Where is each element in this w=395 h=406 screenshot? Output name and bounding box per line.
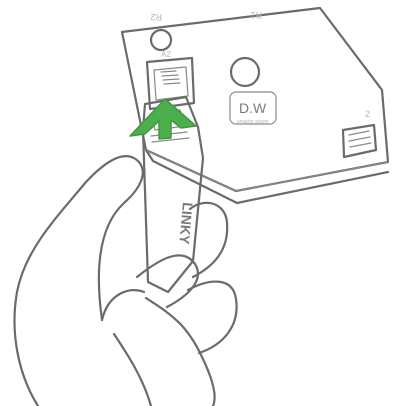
hand-thumb-crease <box>102 290 144 320</box>
logo-badge: D.W smarter power <box>230 92 276 125</box>
hand-wrist <box>114 334 151 406</box>
top-left-hole <box>151 30 171 50</box>
side-connector-lines <box>349 131 371 147</box>
logo-subtext: smarter power <box>237 119 269 125</box>
hand-thumb <box>15 156 143 406</box>
connector-brand: LINKY <box>176 202 196 246</box>
port-pins <box>161 71 180 84</box>
top-center-label: R1 <box>250 10 262 20</box>
logo-text: D.W <box>239 100 267 116</box>
device-bottom-edge <box>146 150 388 203</box>
center-hole <box>231 58 259 86</box>
side-connector-frame <box>343 125 376 157</box>
top-port-label: R2 <box>150 12 162 22</box>
side-connector-icon <box>343 125 376 157</box>
port-label: A2 <box>161 50 171 59</box>
hand-illustration <box>15 156 237 406</box>
right-port-label: 2 <box>365 109 370 119</box>
